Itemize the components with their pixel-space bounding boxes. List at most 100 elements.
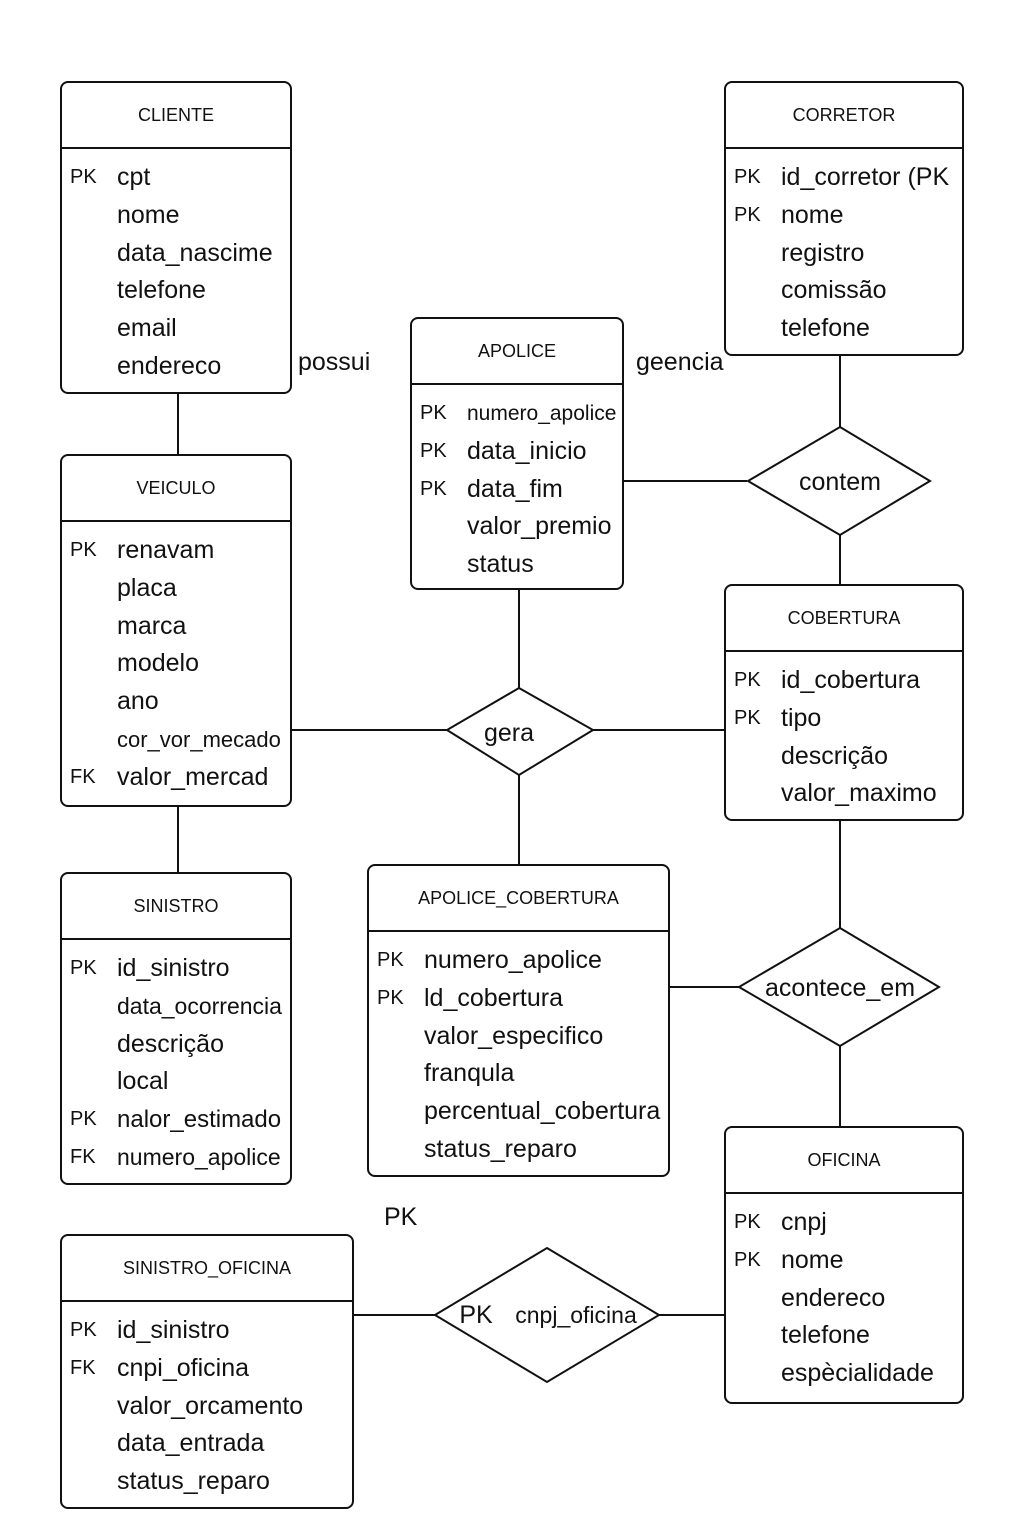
attribute-name: id_cobertura — [781, 666, 920, 694]
attribute-name: nome — [781, 1245, 844, 1274]
attribute-row: PK data_inicio — [412, 433, 622, 471]
attribute-row: status — [412, 546, 622, 584]
attribute-name: endereco — [117, 351, 222, 380]
attribute-name: cor_vor_mecado — [117, 726, 281, 752]
attribute-row: local — [62, 1063, 290, 1101]
relationship-contem-label: contem — [799, 468, 881, 496]
attribute-name: cnpi_oficina — [117, 1353, 250, 1382]
attribute-name: telefone — [117, 276, 206, 305]
key-marker: PK — [734, 706, 761, 729]
attribute-row: espècialidade — [726, 1355, 962, 1393]
attribute-row: valor_premio — [412, 508, 622, 546]
key-marker: PK — [734, 1211, 761, 1233]
key-marker: PK — [420, 477, 447, 500]
attribute-name: email — [117, 314, 177, 343]
attribute-name: cpt — [117, 163, 151, 191]
attribute-row: telefone — [726, 1317, 962, 1355]
attribute-name: valor_especifico — [424, 1021, 604, 1050]
attribute-name: id_sinistro — [117, 954, 230, 982]
attribute-name: registro — [781, 238, 865, 267]
attribute-name: numero_apolice — [117, 1143, 281, 1170]
attribute-name: numero_apolice — [467, 402, 617, 425]
attribute-name: nome — [117, 200, 180, 229]
entity-veiculo: VEICULO PK renavam placa marca modelo ano cor_v… — [60, 454, 292, 807]
key-marker: FK — [70, 765, 96, 788]
attribute-row: marca — [62, 608, 290, 646]
attribute-name: tipo — [781, 703, 822, 732]
key-marker: PK — [70, 1108, 97, 1131]
key-marker: PK — [70, 166, 97, 188]
key-marker: PK — [420, 439, 447, 462]
attribute-name: nalor_estimado — [117, 1106, 282, 1134]
attribute-name: nome — [781, 200, 844, 229]
key-marker: PK — [70, 1319, 97, 1341]
attribute-name: placa — [117, 573, 177, 602]
attribute-name: data_nascime — [117, 238, 273, 267]
attribute-name: id_corretor (PK — [781, 163, 950, 191]
attribute-row: data_ocorrencia — [62, 988, 290, 1026]
attribute-name: id_sinistro — [117, 1316, 230, 1344]
entity-title: SINISTRO_OFICINA — [62, 1236, 352, 1302]
attribute-name: espècialidade — [781, 1359, 934, 1388]
attribute-row: ano — [62, 683, 290, 721]
relationship-acontece-em-diamond — [737, 926, 941, 1048]
key-marker: PK — [420, 402, 447, 424]
attribute-list: PK cpt nome data_nascime telefone email endere… — [62, 149, 290, 386]
entity-title: APOLICE — [412, 319, 622, 385]
attribute-row: modelo — [62, 645, 290, 683]
entity-title: OFICINA — [726, 1128, 962, 1194]
key-marker: PK — [70, 957, 97, 979]
attribute-row: data_entrada — [62, 1425, 352, 1463]
attribute-row: PK numero_apolice — [412, 395, 622, 433]
attribute-row: PK renavam — [62, 532, 290, 570]
attribute-name: data_inicio — [467, 436, 587, 465]
entity-title: SINISTRO — [62, 874, 290, 940]
attribute-row: registro — [726, 235, 962, 273]
attribute-row: endereco — [726, 1280, 962, 1318]
attribute-row: PK id_sinistro — [62, 1312, 352, 1350]
attribute-name: status_reparo — [424, 1134, 577, 1163]
entity-title: COBERTURA — [726, 586, 962, 652]
relationship-cnpj-oficina-label: cnpj_oficina — [515, 1302, 637, 1328]
attribute-row: franqula — [369, 1055, 668, 1093]
relationship-gera-diamond — [445, 686, 595, 777]
attribute-name: valor_maximo — [781, 779, 937, 808]
attribute-list: PK renavam placa marca modelo ano cor_vor_meca… — [62, 522, 290, 797]
attribute-row: descrição — [726, 738, 962, 776]
key-marker: PK — [70, 539, 97, 561]
attribute-name: ano — [117, 687, 159, 716]
key-marker: PK — [734, 203, 761, 226]
attribute-name: percentual_cobertura — [424, 1097, 661, 1126]
attribute-name: endereco — [781, 1283, 886, 1312]
attribute-row: email — [62, 310, 290, 348]
attribute-row: telefone — [726, 310, 962, 348]
attribute-row: PK cpt — [62, 159, 290, 197]
attribute-name: status_reparo — [117, 1467, 270, 1496]
attribute-name: valor_premio — [467, 512, 612, 541]
attribute-row: PK tipo — [726, 700, 962, 738]
attribute-name: renavam — [117, 536, 215, 564]
attribute-row: valor_orcamento — [62, 1388, 352, 1426]
entity-title: VEICULO — [62, 456, 290, 522]
attribute-name: local — [117, 1067, 169, 1096]
entity-title: CORRETOR — [726, 83, 962, 149]
attribute-name: cnpj — [781, 1208, 827, 1236]
relationship-contem-diamond — [746, 425, 932, 537]
attribute-row: valor_especifico — [369, 1018, 668, 1056]
attribute-name: modelo — [117, 649, 199, 678]
entity-title: CLIENTE — [62, 83, 290, 149]
attribute-name: data_ocorrencia — [117, 992, 282, 1019]
